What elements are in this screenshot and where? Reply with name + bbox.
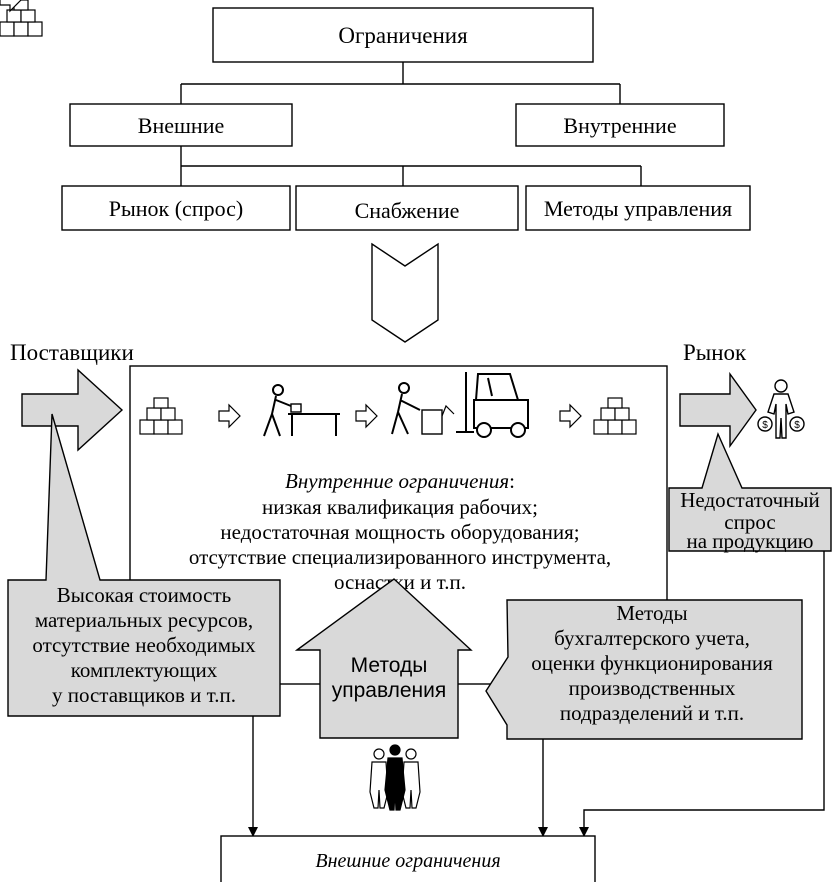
supplier-costs-text: Высокая стоимость материальных ресурсов,…: [32, 583, 256, 707]
internal-line-3: отсутствие специализированного инструмен…: [189, 545, 611, 569]
demand-callout-text: Недостаточный спрос на продукцию: [680, 488, 819, 553]
external-label: Внешние: [138, 113, 224, 138]
methods-node: Методы управления: [525, 185, 751, 231]
supply-label: Снабжение: [355, 198, 460, 223]
internal-line-2: недостаточная мощность оборудования;: [220, 520, 579, 544]
internal-constraints-colon: :: [509, 469, 515, 493]
costs-line-4: комплектующих: [71, 658, 218, 682]
supply-node: Снабжение: [295, 185, 519, 231]
costs-line-3: отсутствие необходимых: [32, 633, 256, 657]
management-line-2: управления: [332, 679, 447, 702]
internal-line-1: низкая квалификация рабочих;: [262, 495, 538, 519]
accounting-text: Методы бухгалтерского учета, оценки функ…: [531, 601, 773, 725]
market-arrow: [679, 371, 757, 449]
market-label: Рынок (спрос): [109, 196, 243, 221]
root-node: Ограничения: [212, 7, 594, 63]
demand-callout: [668, 431, 832, 552]
suppliers-arrow: [21, 368, 124, 452]
internal-label: Внутренние: [563, 113, 676, 138]
accounting-line-3: оценки функционирования: [531, 651, 773, 675]
management-line-1: Методы: [351, 654, 428, 677]
accounting-callout: [485, 599, 803, 740]
accounting-line-4: производственных: [569, 676, 736, 700]
money-bags-person-icon: $ $: [757, 379, 805, 439]
internal-constraints-title: Внутренние ограничения:: [285, 469, 515, 493]
dollar-sign-right: $: [794, 420, 800, 431]
demand-line-3: на продукцию: [687, 529, 814, 553]
costs-line-1: Высокая стоимость: [57, 583, 231, 607]
costs-line-2: материальных ресурсов,: [35, 608, 253, 632]
internal-constraints-title-italic: Внутренние ограничения: [285, 469, 509, 493]
methods-label: Методы управления: [544, 196, 732, 221]
boxes-icon: [0, 0, 43, 37]
external-node: Внешние: [69, 103, 293, 147]
tree-connectors: [180, 62, 642, 186]
accounting-line-5: подразделений и т.п.: [560, 701, 744, 725]
accounting-line-2: бухгалтерского учета,: [554, 626, 750, 650]
market-node: Рынок (спрос): [61, 185, 291, 231]
internal-constraints-text: Внутренние ограничения: низкая квалифика…: [189, 469, 611, 594]
worker-with-box-icon: [391, 382, 455, 435]
root-label: Ограничения: [338, 23, 468, 48]
supplier-costs-callout: [7, 413, 281, 717]
management-text: Методы управления: [332, 654, 447, 702]
flow-arrow-icon: [0, 0, 22, 13]
managers-people-icon: [369, 744, 421, 811]
accounting-line-1: Методы: [616, 601, 687, 625]
forklift-icon: [456, 372, 529, 438]
demand-line-1: Недостаточный: [680, 488, 819, 512]
down-chevron-arrow: [371, 242, 439, 343]
costs-line-5: у поставщиков и т.п.: [52, 683, 236, 707]
external-constraints-label: Внешние ограничения: [315, 850, 500, 872]
dollar-sign-left: $: [762, 420, 768, 431]
external-constraints-box: [220, 835, 596, 882]
suppliers-label: Поставщики: [10, 340, 134, 365]
internal-node: Внутренние: [515, 103, 725, 147]
bottom-connectors: [248, 551, 825, 837]
worker-at-bench-icon: [263, 384, 340, 437]
management-methods-arrow: [294, 578, 473, 739]
demand-line-2: спрос: [724, 510, 775, 534]
market-label-right: Рынок: [683, 340, 747, 365]
